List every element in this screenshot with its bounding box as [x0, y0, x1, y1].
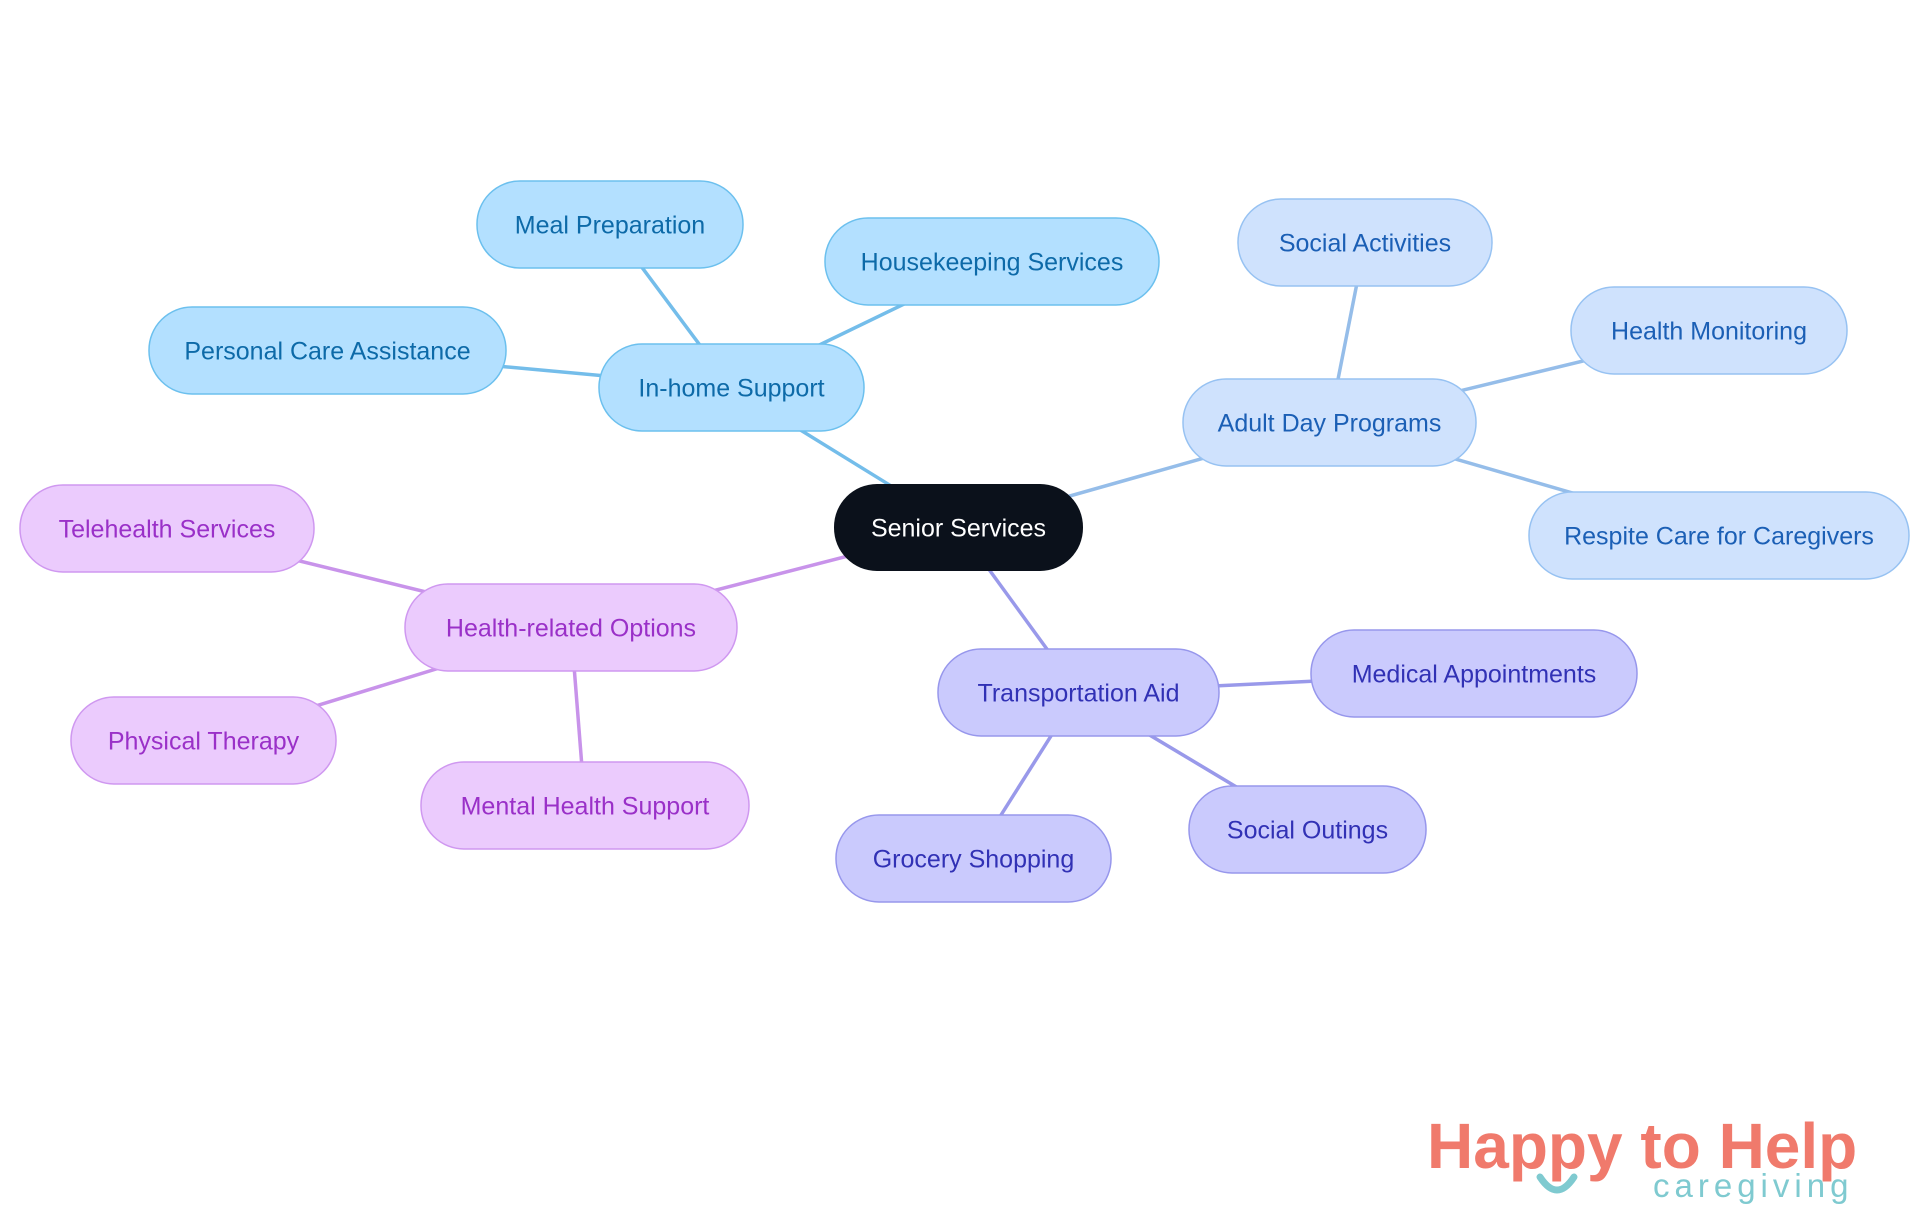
logo-tagline: caregiving: [1653, 1167, 1853, 1204]
node-respite-label: Respite Care for Caregivers: [1564, 523, 1874, 551]
smile-icon: [1536, 1173, 1578, 1194]
node-mental[interactable]: Mental Health Support: [420, 761, 750, 850]
node-healthopt[interactable]: Health-related Options: [404, 583, 738, 672]
node-telehealth-label: Telehealth Services: [59, 516, 276, 544]
node-social-shape: [1237, 198, 1493, 287]
node-adult[interactable]: Adult Day Programs: [1182, 378, 1477, 467]
node-healthmon-label: Health Monitoring: [1611, 318, 1807, 346]
node-personal-label: Personal Care Assistance: [184, 338, 470, 366]
node-senior-services-label: Senior Services: [871, 515, 1046, 543]
node-housekeeping-shape: [824, 217, 1160, 306]
node-healthopt-label: Health-related Options: [446, 615, 696, 643]
node-physical[interactable]: Physical Therapy: [70, 696, 337, 785]
node-housekeeping-label: Housekeeping Services: [861, 249, 1124, 277]
node-housekeeping[interactable]: Housekeeping Services: [824, 217, 1160, 306]
node-grocery-shape: [835, 814, 1112, 903]
node-social-label: Social Activities: [1279, 230, 1451, 258]
node-medical-shape: [1310, 629, 1638, 718]
node-transport[interactable]: Transportation Aid: [937, 648, 1220, 737]
node-physical-shape: [70, 696, 337, 785]
node-telehealth-shape: [19, 484, 315, 573]
node-medical-label: Medical Appointments: [1352, 661, 1597, 689]
node-inhome-label: In-home Support: [638, 375, 824, 403]
node-inhome[interactable]: In-home Support: [598, 343, 865, 432]
node-personal[interactable]: Personal Care Assistance: [148, 306, 507, 395]
node-meal[interactable]: Meal Preparation: [476, 180, 744, 269]
node-transport-label: Transportation Aid: [978, 680, 1180, 708]
node-mental-shape: [420, 761, 750, 850]
node-personal-shape: [148, 306, 507, 395]
node-social[interactable]: Social Activities: [1237, 198, 1493, 287]
node-grocery-label: Grocery Shopping: [873, 846, 1075, 874]
node-adult-shape: [1182, 378, 1477, 467]
node-transport-shape: [937, 648, 1220, 737]
node-respite-shape: [1528, 491, 1910, 580]
node-adult-label: Adult Day Programs: [1218, 410, 1442, 438]
node-respite[interactable]: Respite Care for Caregivers: [1528, 491, 1910, 580]
node-outings-label: Social Outings: [1227, 817, 1388, 845]
node-physical-label: Physical Therapy: [108, 728, 300, 756]
node-senior-services-shape: [834, 484, 1083, 571]
node-grocery[interactable]: Grocery Shopping: [835, 814, 1112, 903]
logo-wordmark: Happy to Help: [1427, 1110, 1857, 1182]
nodes-layer: Senior Services In-home Support Meal Prepa…: [19, 180, 1910, 903]
node-inhome-shape: [598, 343, 865, 432]
node-healthopt-shape: [404, 583, 738, 672]
node-medical[interactable]: Medical Appointments: [1310, 629, 1638, 718]
node-outings-shape: [1188, 785, 1427, 874]
node-meal-label: Meal Preparation: [515, 212, 705, 240]
happy-to-help-logo: Happy to Help caregiving: [1427, 1110, 1857, 1204]
node-outings[interactable]: Social Outings: [1188, 785, 1427, 874]
node-healthmon-shape: [1570, 286, 1848, 375]
node-mental-label: Mental Health Support: [461, 793, 710, 821]
node-healthmon[interactable]: Health Monitoring: [1570, 286, 1848, 375]
node-telehealth[interactable]: Telehealth Services: [19, 484, 315, 573]
node-meal-shape: [476, 180, 744, 269]
node-senior-services[interactable]: Senior Services: [834, 484, 1083, 571]
